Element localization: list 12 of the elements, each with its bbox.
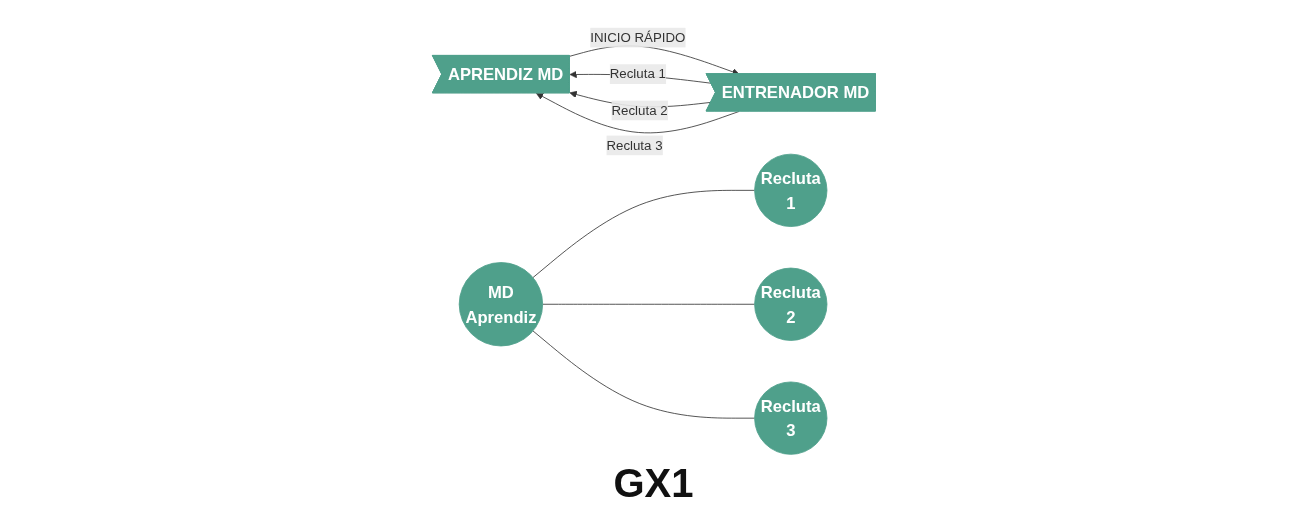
node-circle: Recluta 3: [753, 381, 827, 455]
connector: [541, 303, 755, 305]
node-circle: Recluta 2: [753, 267, 827, 341]
edge-label: Recluta 3: [605, 137, 663, 153]
node-circle: Recluta 1: [753, 153, 827, 227]
connector: [532, 330, 755, 419]
diagram-label: GX1: [613, 461, 694, 506]
node-circle: MD Aprendiz: [458, 262, 543, 347]
edge-label: Recluta 1: [609, 66, 666, 81]
connector: [532, 189, 755, 278]
edge-label: INICIO RÁPIDO: [589, 30, 685, 45]
edge-label: Recluta 2: [611, 102, 668, 118]
